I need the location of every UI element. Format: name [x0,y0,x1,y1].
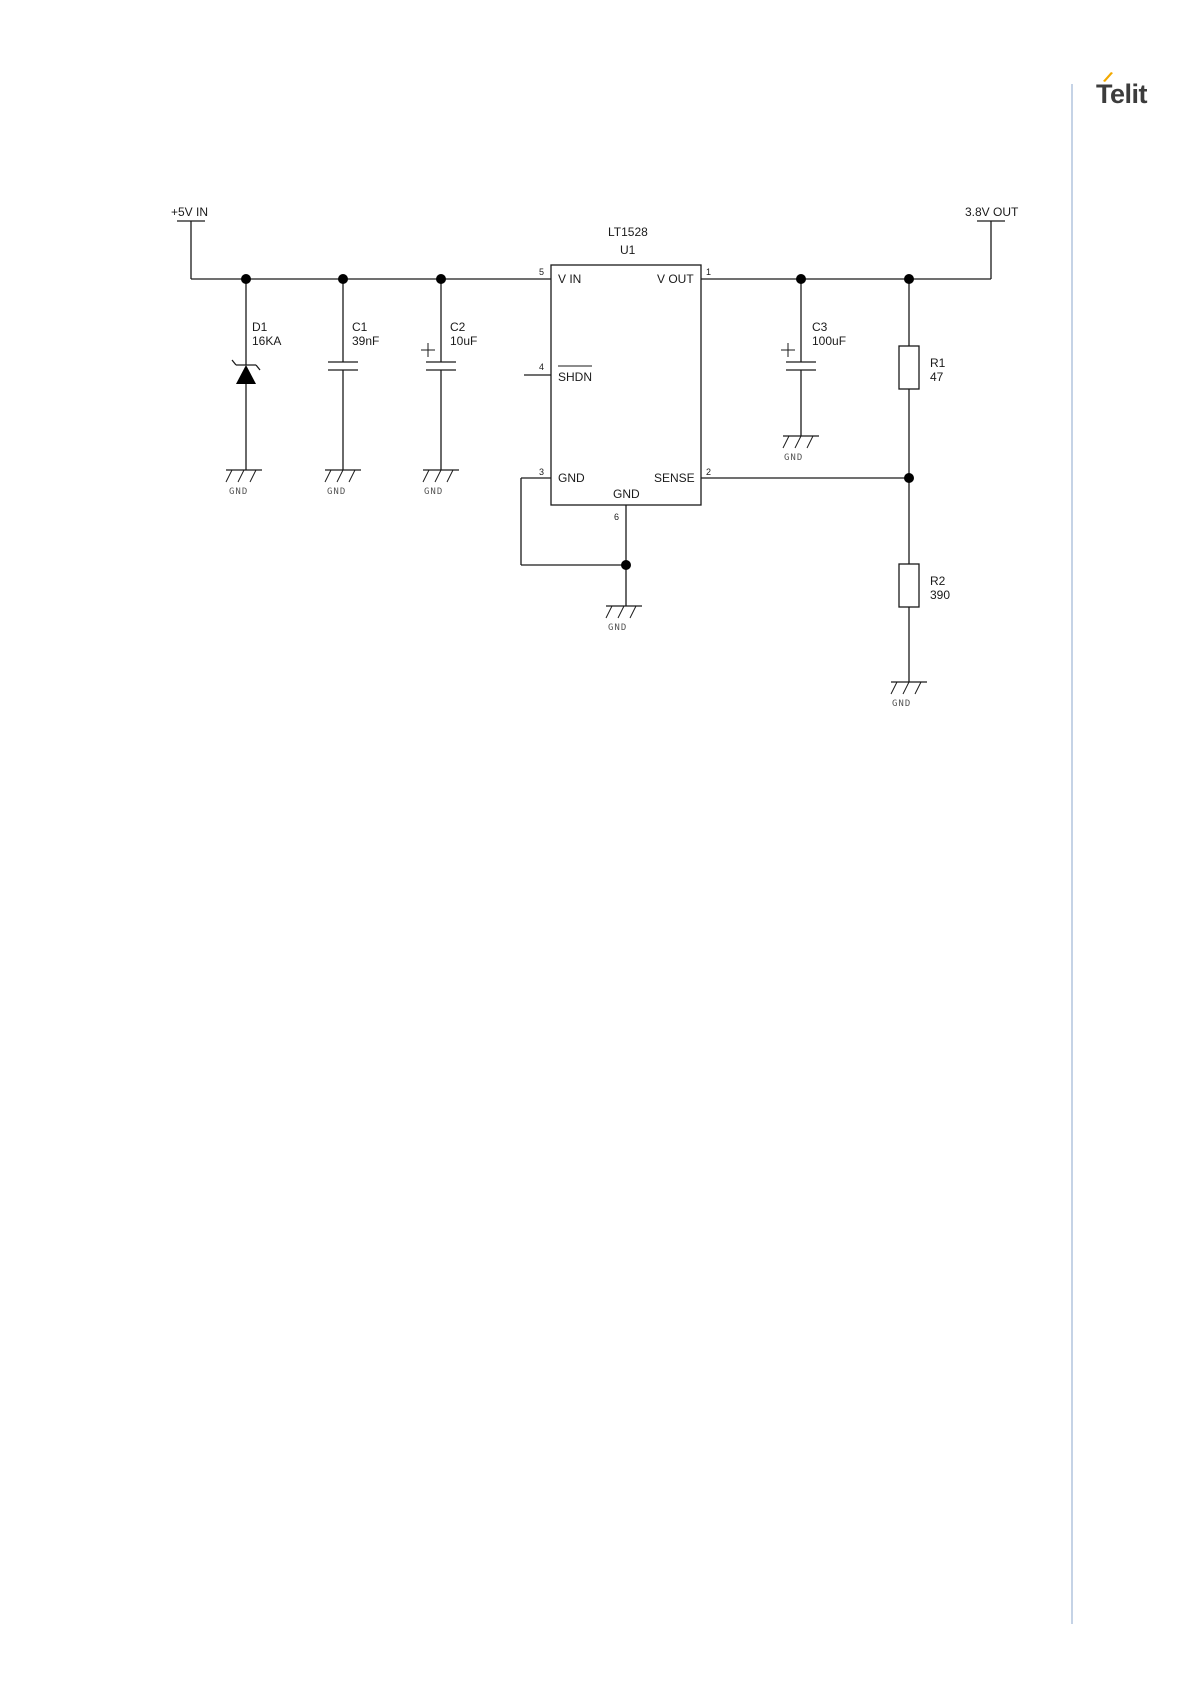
ground-symbol-r2: GND [891,682,927,709]
junction-dot [796,274,806,284]
r2-value: 390 [930,588,950,602]
capacitor-C1: C1 39nF [328,279,379,470]
u1-pin-gnd-num: 3 [539,467,544,477]
u1-ref: U1 [620,243,636,257]
vout-port: 3.8V OUT [965,205,1019,279]
d1-ref: D1 [252,320,268,334]
gnd-label-d1: GND [229,487,248,497]
vin-net-label: +5V IN [171,205,208,219]
gnd-label-r2: GND [892,699,911,709]
c3-value: 100uF [812,334,846,348]
junction-dot [338,274,348,284]
c2-value: 10uF [450,334,477,348]
junction-dot [904,473,914,483]
r1-value: 47 [930,370,944,384]
ground-symbol-c2: GND [423,470,459,497]
u1-pin-vout-name: V OUT [657,272,694,286]
u1-pin-gnd-name: GND [558,471,585,485]
u1-ground-net: GND [521,478,642,633]
junction-dot [241,274,251,284]
vout-net-label: 3.8V OUT [965,205,1019,219]
u1-pin-sense-name: SENSE [654,471,695,485]
resistor-R2: R2 390 [899,564,950,682]
ground-symbol-c3: GND [783,436,819,463]
capacitor-C3: C3 100uF [781,279,846,436]
junction-dot [436,274,446,284]
regulator-U1: U1 LT1528 V IN SHDN GND V OUT SENSE GND … [539,225,711,522]
ground-symbol-c1: GND [325,470,361,497]
capacitor-C2: C2 10uF [421,279,477,470]
u1-pin-sense-num: 2 [706,467,711,477]
junction-dot [904,274,914,284]
gnd-label-c3: GND [784,453,803,463]
r2-ref: R2 [930,574,946,588]
r1-ref: R1 [930,356,946,370]
u1-pin-vin-name: V IN [558,272,581,286]
zener-diode-D1: D1 16KA [232,279,281,470]
c1-value: 39nF [352,334,379,348]
u1-pin-gnd-bottom-name: GND [613,487,640,501]
c3-ref: C3 [812,320,828,334]
gnd-label-c1: GND [327,487,346,497]
d1-value: 16KA [252,334,281,348]
u1-value: LT1528 [608,225,648,239]
ground-symbol-d1: GND [226,470,262,497]
u1-pin-shdn-name: SHDN [558,370,592,384]
junction-dot [621,560,631,570]
u1-pin-vout-num: 1 [706,267,711,277]
gnd-label-u1: GND [608,623,627,633]
c2-ref: C2 [450,320,466,334]
u1-pin-vin-num: 5 [539,267,544,277]
u1-pin-gnd-bottom-num: 6 [614,512,619,522]
vin-port: +5V IN [171,205,208,279]
gnd-label-c2: GND [424,487,443,497]
resistor-R1: R1 47 [899,279,946,564]
c1-ref: C1 [352,320,368,334]
u1-pin-shdn-num: 4 [539,362,544,372]
